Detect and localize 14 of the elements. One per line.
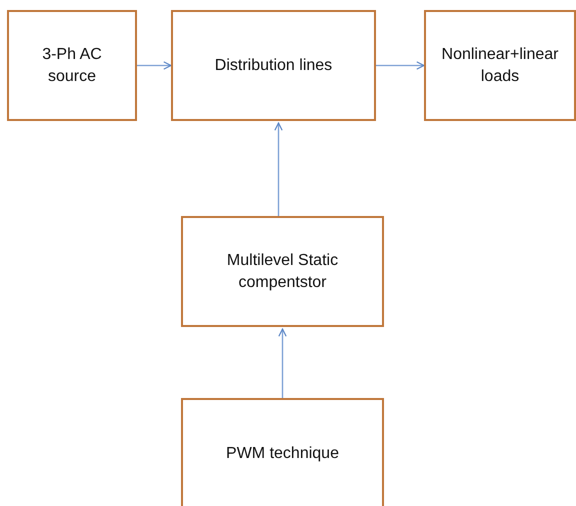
arrow [278,328,287,398]
box-label: 3-Ph AC source [41,44,103,86]
arrow [274,122,283,216]
process-box [7,10,137,121]
arrow [137,61,172,70]
box-label: PWM technique [226,444,339,464]
box-label: Nonlinear+linear loads [440,44,560,86]
arrow [376,61,425,70]
process-box [171,10,376,121]
box-label: Distribution lines [214,56,332,76]
box-label: Multilevel Static compentstor [226,250,340,292]
process-box [424,10,576,121]
process-box [181,216,384,327]
process-box [181,398,384,506]
